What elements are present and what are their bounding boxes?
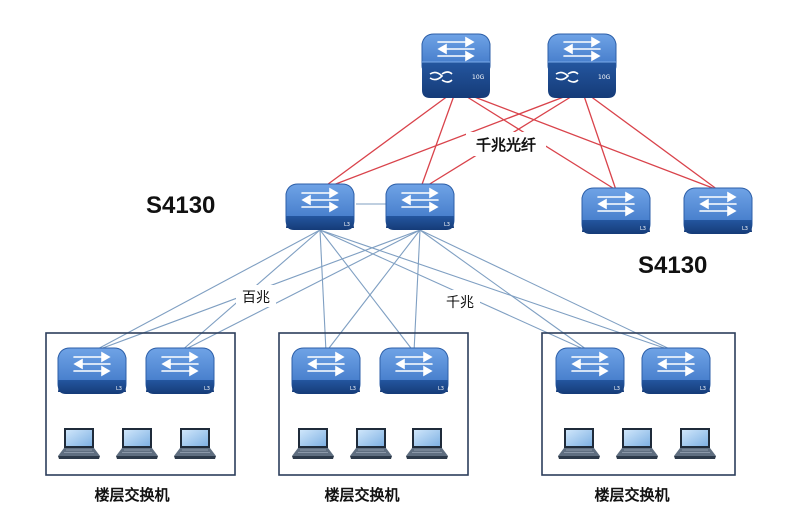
floor-switch-1a	[57, 347, 127, 395]
s4130-label-left: S4130	[146, 192, 215, 219]
floor-group-1	[45, 332, 236, 476]
fiber-label-bg	[466, 132, 546, 156]
floor-group-2	[278, 332, 469, 476]
floor-switch-3b	[641, 347, 711, 395]
hundred-mbps-label-bg	[236, 285, 276, 307]
fiber-label: 千兆光纤	[476, 136, 536, 154]
hundred-mbps-label: 百兆	[242, 290, 270, 306]
floor-switch-label-3: 楼层交换机	[594, 486, 669, 504]
distribution-switch-2	[385, 183, 455, 231]
gigabit-label-bg	[440, 290, 480, 312]
laptop-icon	[557, 427, 601, 460]
floor-switch-label-1: 楼层交换机	[94, 486, 169, 504]
core-switch-2	[547, 33, 617, 99]
laptop-icon	[673, 427, 717, 460]
distribution-switch-1	[285, 183, 355, 231]
floor-switch-1b	[145, 347, 215, 395]
floor-groups	[45, 332, 736, 476]
floor-switch-2a	[291, 347, 361, 395]
gigabit-label: 千兆	[446, 295, 474, 311]
laptop-icon	[57, 427, 101, 460]
core-switch-1	[421, 33, 491, 99]
laptop-icon	[173, 427, 217, 460]
laptop-icon	[115, 427, 159, 460]
laptop-icon	[615, 427, 659, 460]
floor-group-3	[541, 332, 736, 476]
floor-switch-2b	[379, 347, 449, 395]
laptop-icon	[405, 427, 449, 460]
floor-switch-3a	[555, 347, 625, 395]
laptop-icon	[291, 427, 335, 460]
s4130-switch-right-2	[683, 187, 753, 235]
floor-switch-label-2: 楼层交换机	[324, 486, 399, 504]
s4130-label-right: S4130	[638, 252, 707, 279]
laptop-icon	[349, 427, 393, 460]
s4130-switch-right-1	[581, 187, 651, 235]
